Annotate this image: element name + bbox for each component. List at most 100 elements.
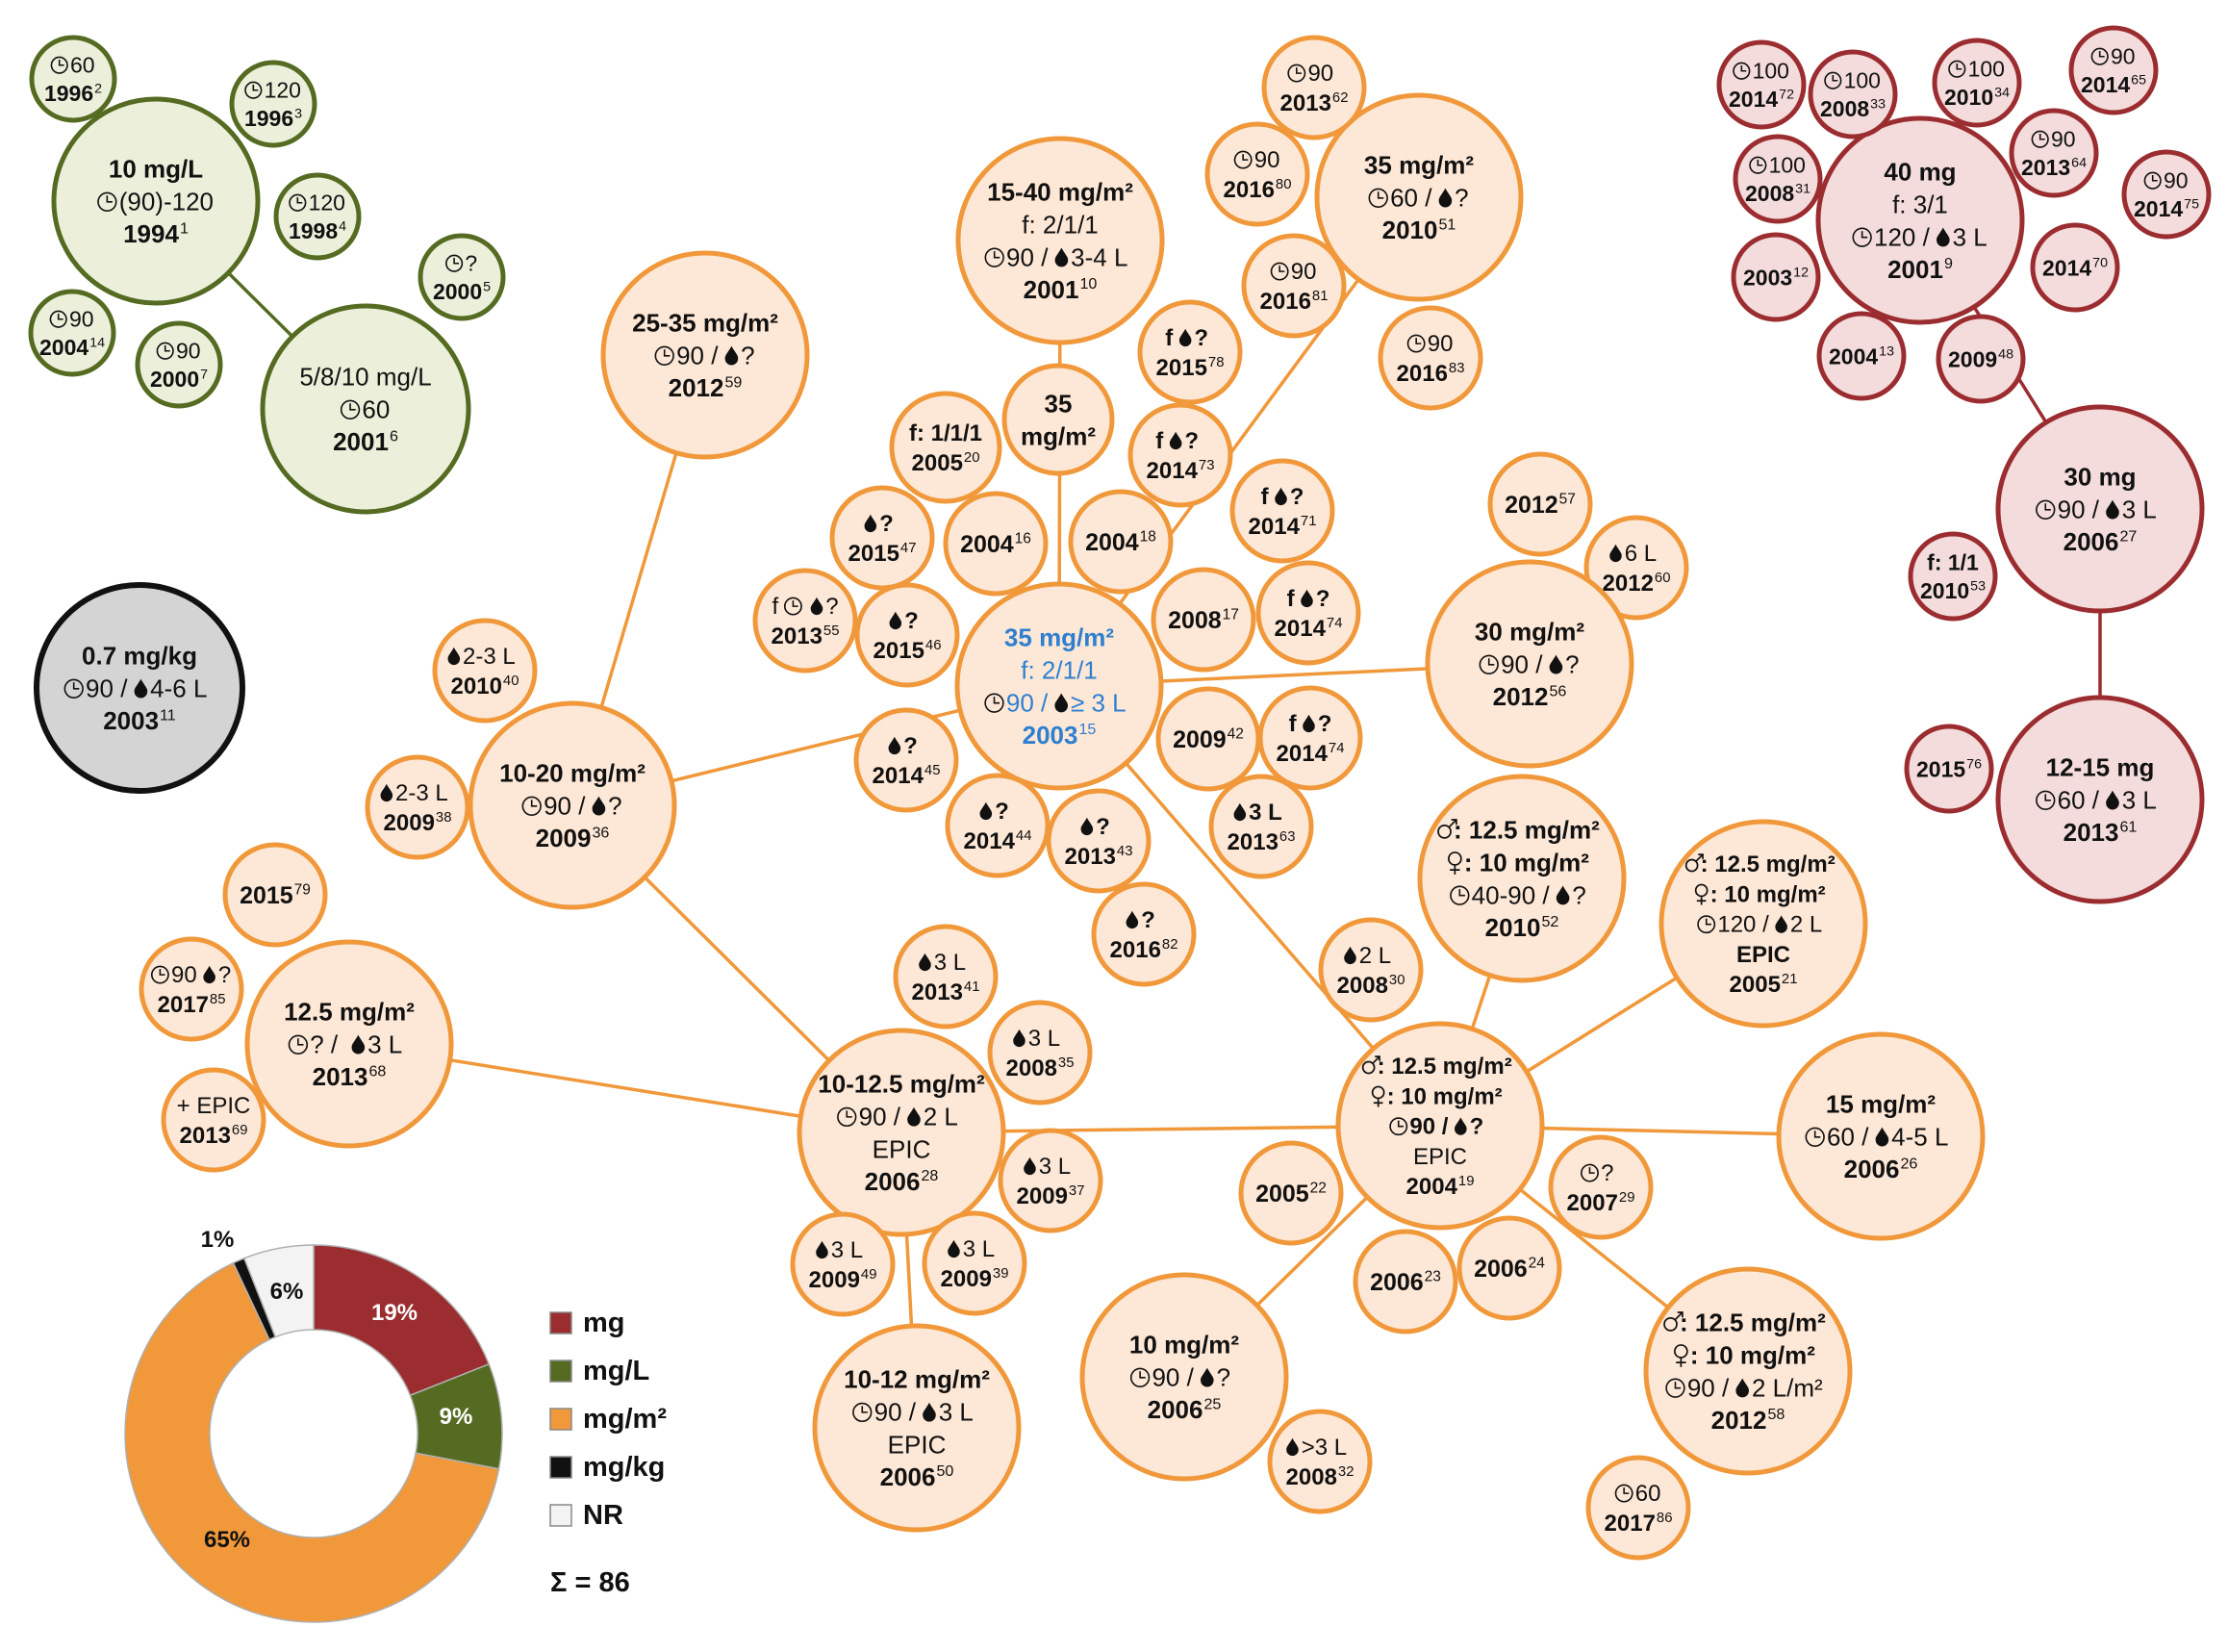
reference-number: 18	[1140, 529, 1156, 546]
node-text: 2013	[1228, 829, 1279, 855]
node-circle	[853, 707, 959, 813]
clock-icon	[445, 254, 464, 272]
reference-number: 1	[180, 219, 189, 237]
reference-number: 63	[1279, 829, 1296, 845]
reference-number: 21	[1782, 972, 1798, 987]
node-text: f: 1/1	[1927, 549, 1979, 574]
node-circle	[1908, 531, 1998, 622]
reference-number: 85	[210, 992, 226, 1007]
node-circle	[1046, 788, 1152, 894]
node-text: 2010	[1382, 216, 1438, 244]
node-text: 90 /	[1687, 1373, 1730, 1402]
node-text: ?	[741, 341, 754, 369]
node-circle	[1127, 402, 1233, 508]
reference-number: 43	[1117, 844, 1133, 859]
node-text: 3 L	[1953, 222, 1987, 251]
node-circle	[1733, 134, 1823, 224]
clock-hand	[159, 969, 165, 976]
reference-number: 74	[1327, 616, 1343, 631]
reference-number: 58	[1767, 1406, 1785, 1423]
node-circle	[1716, 39, 1807, 130]
drop-icon	[1936, 227, 1950, 247]
node-text: 90	[1307, 61, 1333, 87]
node-text: 90	[2051, 126, 2076, 151]
drop-icon	[816, 1240, 828, 1259]
node-text: 2-3 L	[395, 780, 448, 806]
node-text: 2012	[1505, 492, 1558, 519]
node-circle	[797, 1028, 1006, 1237]
node-text: 35 mg/m²	[1004, 623, 1114, 652]
node-text: 3 L	[1249, 800, 1282, 826]
node-circle	[1643, 1266, 1853, 1476]
female-cross	[1450, 864, 1460, 875]
node-text: ?	[1141, 907, 1155, 933]
reference-number: 25	[1203, 1395, 1221, 1412]
reference-number: 55	[823, 623, 840, 639]
node-text: 2008	[1820, 96, 1869, 121]
node-text: 2010	[1920, 578, 1969, 603]
node-circle	[1456, 1215, 1562, 1321]
donut-label: 19%	[371, 1300, 418, 1326]
drop-icon	[1301, 589, 1313, 608]
node-circle	[1932, 38, 2022, 128]
reference-number: 59	[724, 373, 742, 391]
reference-number: 22	[1310, 1181, 1327, 1197]
node-circle	[139, 936, 244, 1042]
node-text: 2017	[158, 992, 209, 1018]
node-text: 2004	[1829, 343, 1878, 369]
clock-icon	[2036, 499, 2056, 520]
drop-icon	[447, 647, 461, 666]
node-text: 2017	[1605, 1511, 1656, 1537]
node-text: 90	[176, 338, 201, 363]
reference-number: 78	[1208, 355, 1225, 370]
legend-swatch	[549, 1456, 572, 1479]
clock-hand	[164, 344, 170, 352]
drop-icon	[1178, 328, 1192, 347]
node-circle	[1068, 489, 1174, 595]
node-text: >3 L	[1302, 1435, 1347, 1461]
reference-number: 34	[1994, 85, 2010, 100]
drop-icon	[1013, 1029, 1025, 1048]
node-text: 4-5 L	[1891, 1122, 1948, 1151]
clock-hand	[1705, 918, 1711, 926]
drop-icon	[1126, 910, 1139, 929]
node-text: 2 L	[1790, 912, 1822, 938]
node-text: 3 L	[831, 1237, 863, 1263]
clock-hand	[1956, 63, 1962, 70]
clock-hand	[2151, 174, 2158, 182]
node-text: f: 2/1/1	[1021, 655, 1098, 684]
node-text: 60 /	[1390, 183, 1432, 212]
drop-icon	[979, 801, 993, 821]
male-arrow	[1448, 819, 1457, 828]
node-text: mg/m²	[1021, 421, 1096, 450]
drop-icon	[1549, 654, 1563, 674]
node-text: 3 L	[934, 950, 966, 976]
node-text: 3 L	[2122, 495, 2157, 523]
clock-hand	[252, 84, 259, 91]
drop-icon	[203, 965, 215, 984]
female-cross	[1696, 896, 1707, 905]
clock-hand	[663, 349, 671, 357]
clock-icon	[654, 345, 674, 366]
node-text: ?	[1290, 484, 1304, 510]
node-text: 2016	[1224, 177, 1275, 203]
node-text: 60 /	[2058, 785, 2100, 814]
node-text: 90 /	[544, 791, 586, 820]
reference-number: 39	[993, 1266, 1009, 1282]
reference-number: 5	[483, 279, 491, 294]
node-text: 90 /	[1501, 649, 1543, 678]
node-circle	[2121, 149, 2212, 240]
